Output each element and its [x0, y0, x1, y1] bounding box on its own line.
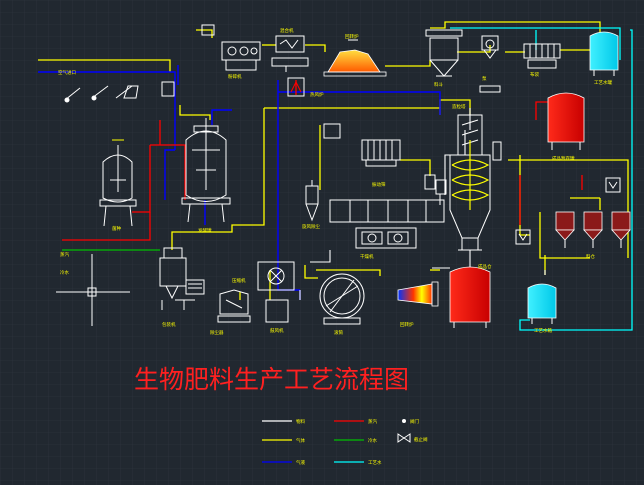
- dryer: [329, 199, 445, 249]
- legend-label-gas: 气体: [296, 437, 305, 444]
- legend-item-material: 物料: [262, 418, 305, 425]
- legend-symbol-stop-valve: 截止阀: [397, 433, 428, 443]
- legend-symbol-valve: 阀门: [402, 418, 419, 425]
- hopper-top-label: 料斗: [434, 81, 443, 88]
- pump-top: [479, 35, 501, 93]
- legend-item-process-water: 工艺水: [334, 459, 382, 466]
- hopper-3: [611, 211, 631, 248]
- cyclone: [305, 180, 319, 222]
- bag-house-label: 布袋: [530, 71, 539, 78]
- compost-heap: [323, 39, 387, 77]
- kiln-heater: [397, 281, 439, 307]
- mixer: [271, 35, 309, 72]
- tower-spiral: [451, 140, 490, 210]
- hoppers-label: 料仓: [586, 253, 595, 260]
- hopper-2: [583, 211, 603, 248]
- heap-label: 回转炉: [345, 33, 359, 40]
- stop-valve-symbol-icon: [397, 433, 411, 443]
- sieve: [361, 139, 401, 167]
- crosshair-cursor: [56, 254, 130, 326]
- valve-symbol-icon: [402, 419, 406, 423]
- legend-item-gas-liquid: 气液: [262, 459, 305, 466]
- hopper-top: [425, 29, 463, 77]
- legend: 物料 蒸汽 气体 冷水 气液 工艺水 阀门 截止阀: [262, 418, 428, 466]
- pipes-cyan: [450, 27, 633, 331]
- seed-tank: [99, 139, 137, 227]
- pump-top-label: 泵: [482, 76, 487, 82]
- compressor-label: 压缩机: [232, 277, 246, 284]
- ferment-tank-label: 发酵罐: [198, 227, 212, 234]
- red-tank-top-label: 成品暂存罐: [552, 155, 575, 162]
- hot-air-furnace: [287, 77, 305, 97]
- dust-collector: [217, 289, 251, 323]
- legend-item-steam: 蒸汽: [334, 418, 377, 425]
- water-tank-bottom-label: 工艺水箱: [534, 327, 552, 334]
- bag-house: [523, 43, 561, 69]
- ferment-tank: [181, 118, 231, 223]
- tower-gauges: [424, 141, 502, 205]
- seed-inoculation-rack: [64, 81, 175, 103]
- sieve-label: 振动筛: [372, 181, 386, 188]
- cyclone-label: 旋风除尘: [302, 223, 320, 230]
- rotary-drum: [319, 273, 365, 325]
- pipes-yellow: [38, 21, 629, 300]
- legend-item-cold-water: 冷水: [334, 437, 377, 444]
- pipes-red: [62, 80, 583, 241]
- red-tank-top: [547, 92, 585, 150]
- filter-boxes: [515, 177, 621, 245]
- packer: [159, 247, 205, 310]
- blower-label: 鼓风机: [270, 327, 284, 334]
- hopper-1: [555, 211, 575, 248]
- water-tank-top-label: 工艺水罐: [594, 79, 612, 86]
- crusher: [201, 24, 261, 71]
- seed-tank-label: 菌种: [112, 225, 121, 232]
- drum-label: 滚筒: [334, 329, 343, 336]
- crusher-label: 粉碎机: [228, 73, 242, 80]
- diagram-title: 生物肥料生产工艺流程图: [134, 365, 409, 394]
- dryer-label: 干燥机: [360, 253, 374, 260]
- legend-label-cold-water: 冷水: [368, 437, 377, 444]
- coating-box: [323, 123, 341, 139]
- legend-label-process-water: 工艺水: [368, 459, 382, 466]
- legend-label-gas-liquid: 气液: [296, 459, 305, 466]
- legend-label-material: 物料: [296, 418, 305, 425]
- product-hoppers: [555, 211, 631, 248]
- red-tank-bottom-label: 成品仓: [478, 263, 492, 270]
- dust-label: 除尘器: [210, 329, 224, 336]
- water-tank-top: [589, 31, 619, 76]
- legend-item-gas: 气体: [262, 437, 305, 444]
- air-inlet-label: 空气进口: [58, 69, 76, 76]
- water-tank-bottom: [527, 283, 557, 324]
- steam-inlet-label: 蒸汽: [60, 251, 69, 258]
- tower-label: 造粒塔: [452, 103, 466, 110]
- kiln-label: 回转炉: [400, 321, 414, 328]
- legend-label-valve: 阀门: [410, 418, 419, 425]
- red-tank-bottom: [449, 266, 491, 328]
- mixer-label: 混合机: [280, 27, 294, 34]
- cold-water-label: 冷水: [60, 269, 69, 276]
- legend-label-stop-valve: 截止阀: [414, 436, 428, 443]
- legend-label-steam: 蒸汽: [368, 418, 377, 425]
- blower: [257, 261, 295, 323]
- packer-label: 包装机: [162, 321, 176, 328]
- hot-air-label: 热风炉: [310, 91, 324, 98]
